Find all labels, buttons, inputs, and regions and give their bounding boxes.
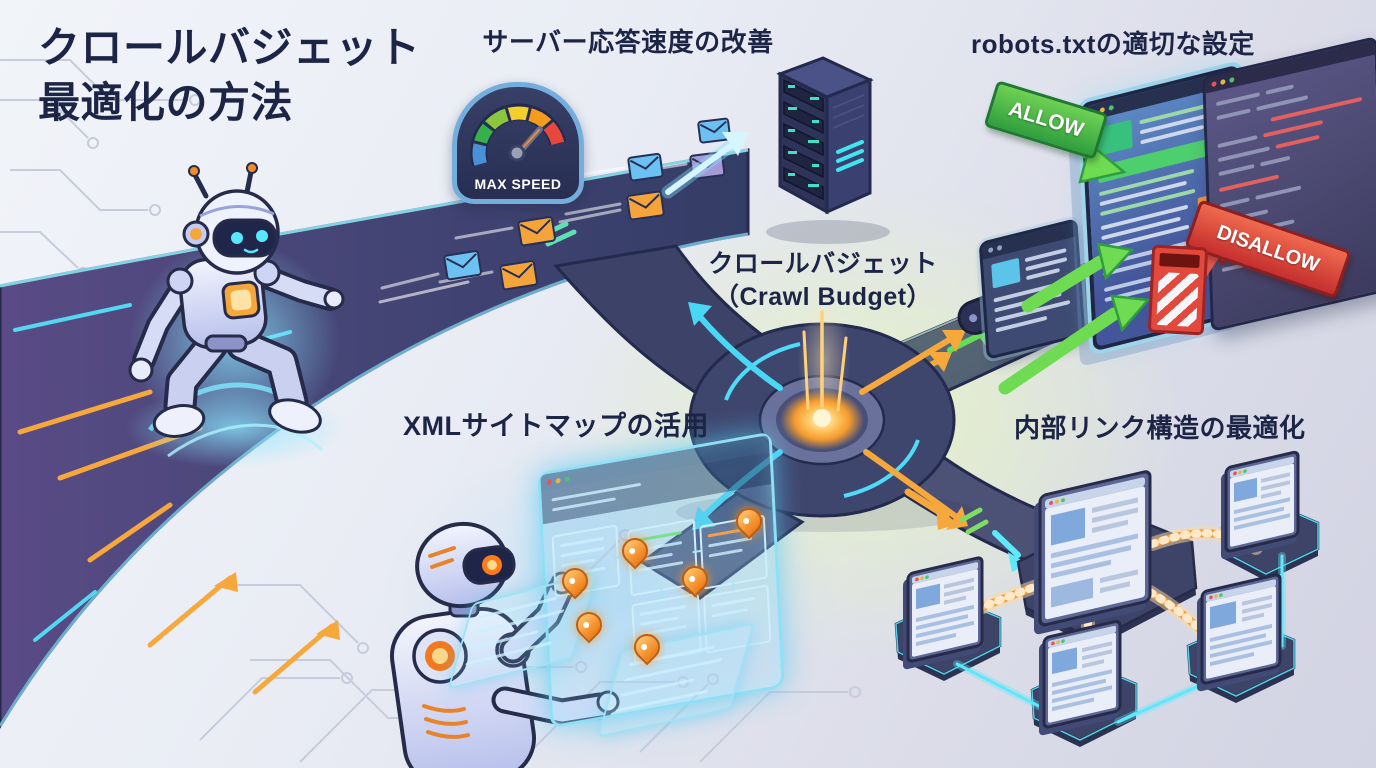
label-xml-sitemap: XMLサイトマップの活用 bbox=[403, 411, 709, 441]
server-icon bbox=[766, 56, 890, 244]
page-window bbox=[1221, 450, 1300, 560]
window-dot-icon bbox=[1211, 81, 1217, 88]
title-line1: クロールバジェット bbox=[38, 24, 421, 71]
label-crawl-budget: クロールバジェット （Crawl Budget） bbox=[688, 248, 958, 313]
page-window bbox=[1039, 619, 1122, 736]
visor bbox=[212, 218, 278, 258]
allow-banner-label: ALLOW bbox=[1005, 97, 1087, 142]
page-window bbox=[1197, 573, 1282, 692]
arrow-to-server bbox=[722, 132, 748, 156]
window-dot-icon bbox=[988, 246, 994, 254]
window-dot-icon bbox=[1220, 78, 1226, 86]
title-line2: 最適化の方法 bbox=[38, 79, 294, 127]
max-speed-label: MAX SPEED bbox=[474, 176, 562, 192]
page-title: クロールバジェット 最適化の方法 bbox=[38, 20, 478, 131]
crawl-budget-line1: クロールバジェット bbox=[708, 250, 938, 278]
thumbnail-block bbox=[991, 257, 1021, 289]
server-vents bbox=[832, 94, 865, 129]
envelope-icon bbox=[443, 117, 731, 291]
window-dot-icon bbox=[1229, 76, 1235, 84]
crawl-budget-line2: （Crawl Budget） bbox=[713, 282, 933, 311]
chest-panel bbox=[221, 280, 261, 320]
window-dot-icon bbox=[996, 244, 1003, 251]
window-dot-icon bbox=[546, 479, 552, 486]
small-page-card bbox=[978, 217, 1086, 361]
runner-robot bbox=[125, 162, 345, 468]
blocked-sign-stripes bbox=[1156, 271, 1199, 327]
window-dot-icon bbox=[564, 476, 570, 483]
blocked-sign-plate bbox=[1159, 253, 1200, 269]
label-internal-links: 内部リンク構造の最適化 bbox=[1014, 413, 1306, 443]
label-server-speed: サーバー応答速度の改善 bbox=[482, 27, 774, 57]
window-dot-icon bbox=[1108, 104, 1114, 111]
window-dot-icon bbox=[555, 477, 561, 484]
page-window bbox=[903, 556, 984, 670]
roundabout-hub bbox=[676, 298, 976, 532]
speedometer-gauge bbox=[470, 103, 567, 167]
robots-code-window bbox=[1202, 35, 1376, 333]
blocked-sign-icon bbox=[1147, 244, 1209, 336]
light-rays bbox=[802, 310, 848, 412]
speedometer-icon: MAX SPEED bbox=[452, 82, 584, 204]
link-cluster bbox=[894, 450, 1320, 747]
road-arrowheads bbox=[214, 221, 577, 640]
hub-page-window bbox=[1034, 470, 1152, 635]
server-slots bbox=[783, 78, 824, 201]
light-beam bbox=[798, 298, 850, 422]
server-lights bbox=[836, 140, 864, 172]
label-robots-txt: robots.txtの適切な設定 bbox=[971, 29, 1255, 59]
envelope-stream bbox=[380, 117, 748, 291]
speed-lines bbox=[13, 208, 622, 695]
